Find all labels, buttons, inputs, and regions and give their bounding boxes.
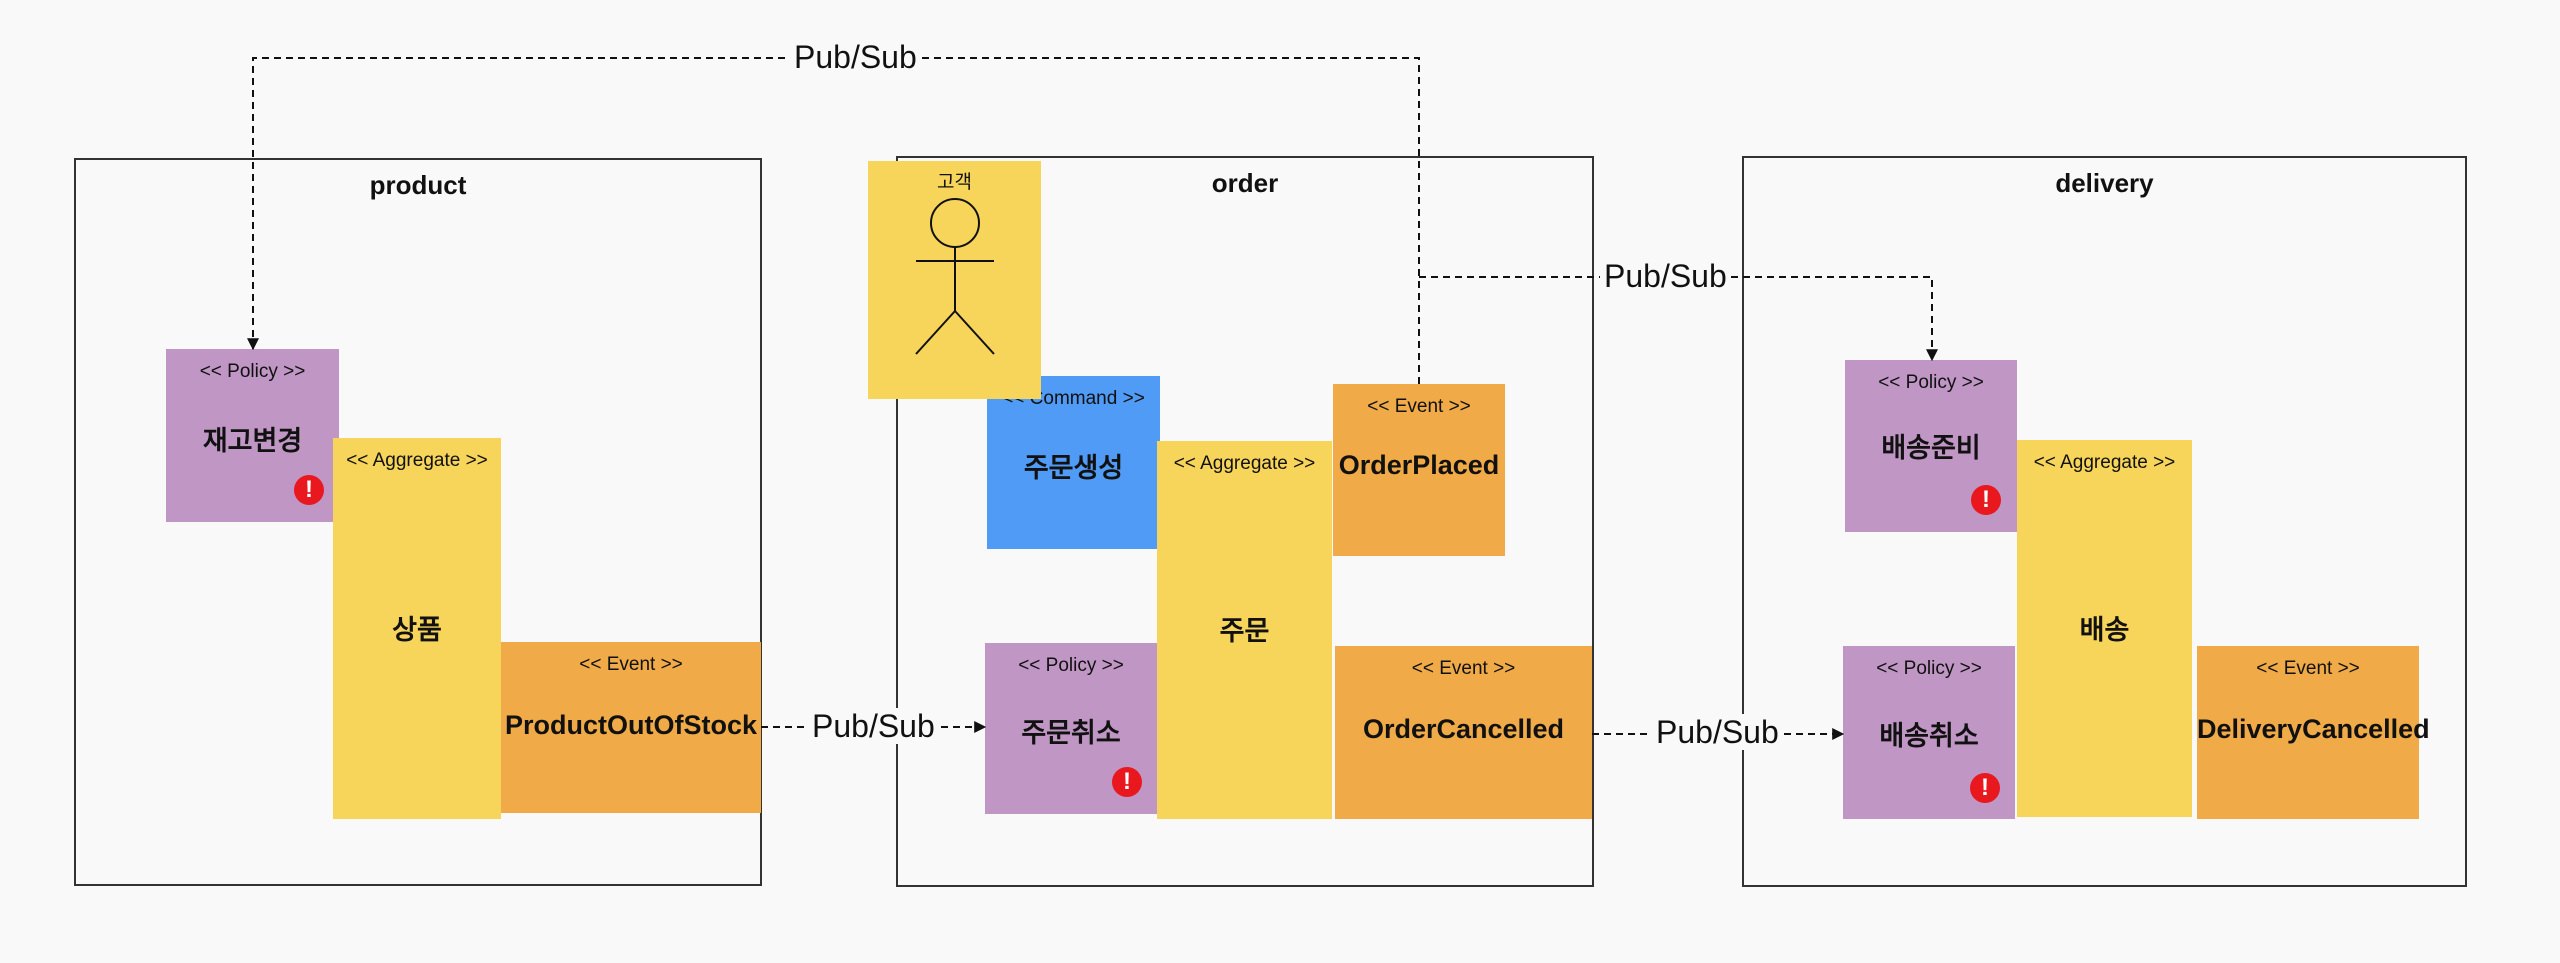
context-product-title: product: [369, 170, 467, 200]
delivery-cancel-policy-sticky[interactable]: << Policy >> 배송취소 !: [1843, 646, 2015, 819]
order-policy-sticky[interactable]: << Policy >> 주문취소 !: [985, 643, 1157, 814]
context-delivery-title: delivery: [2055, 168, 2154, 198]
actor-label: 고객: [937, 172, 972, 193]
aggregate-stereotype: << Aggregate >>: [2033, 452, 2176, 473]
order-placed-event-sticky[interactable]: << Event >> OrderPlaced: [1333, 384, 1505, 556]
context-order: order: [896, 156, 1594, 887]
event-stereotype: << Event >>: [1411, 658, 1516, 679]
order-command-name: 주문생성: [1023, 453, 1124, 483]
policy-stereotype: << Policy >>: [1876, 658, 1982, 679]
context-delivery: delivery: [1742, 156, 2467, 887]
delivery-event-name: DeliveryCancelled: [2197, 714, 2430, 744]
delivery-ready-policy-sticky[interactable]: << Policy >> 배송준비 !: [1845, 360, 2017, 532]
product-event-name: ProductOutOfStock: [504, 710, 757, 740]
product-aggregate-sticky[interactable]: << Aggregate >> 상품: [333, 438, 501, 819]
policy-stereotype: << Policy >>: [1018, 655, 1124, 676]
pubsub-label-order-to-delivery: Pub/Sub: [1600, 258, 1731, 294]
connector-orderplaced-to-delivery-policy: [1419, 276, 1938, 362]
order-placed-event-name: OrderPlaced: [1338, 450, 1500, 480]
product-policy-name: 재고변경: [202, 426, 303, 456]
order-command-sticky[interactable]: << Command >> 주문생성: [987, 376, 1160, 549]
policy-stereotype: << Policy >>: [1878, 372, 1984, 393]
warning-icon: !: [1112, 767, 1142, 797]
delivery-cancel-policy-name: 배송취소: [1879, 721, 1979, 751]
order-aggregate-name: 주문: [1219, 616, 1270, 646]
product-aggregate-name: 상품: [392, 615, 442, 645]
warning-icon: !: [1971, 485, 2001, 515]
warning-icon: !: [1970, 773, 2000, 803]
delivery-aggregate-sticky[interactable]: << Aggregate >> 배송: [2017, 440, 2192, 817]
delivery-event-sticky[interactable]: << Event >> DeliveryCancelled: [2197, 646, 2430, 819]
actor-stick-figure-icon: [915, 198, 995, 355]
event-stereotype: << Event >>: [1367, 396, 1471, 417]
event-stereotype: << Event >>: [2256, 658, 2360, 679]
delivery-ready-policy-name: 배송준비: [1881, 433, 1981, 463]
order-cancelled-event-sticky[interactable]: << Event >> OrderCancelled: [1335, 646, 1592, 819]
event-stereotype: << Event >>: [579, 654, 683, 675]
delivery-aggregate-name: 배송: [2079, 615, 2130, 645]
context-product: product: [74, 158, 762, 886]
aggregate-stereotype: << Aggregate >>: [346, 450, 488, 471]
aggregate-stereotype: << Aggregate >>: [1173, 453, 1316, 474]
order-actor-sticky[interactable]: 고객: [868, 161, 1041, 399]
policy-stereotype: << Policy >>: [199, 361, 306, 382]
context-order-title: order: [1211, 168, 1279, 198]
order-policy-name: 주문취소: [1021, 718, 1121, 748]
pubsub-label-top: Pub/Sub: [790, 39, 921, 75]
pubsub-label-product-to-order: Pub/Sub: [808, 708, 939, 744]
pubsub-label-order-cancel-to-delivery: Pub/Sub: [1652, 714, 1783, 750]
product-policy-sticky[interactable]: << Policy >> 재고변경 !: [166, 349, 339, 522]
order-cancelled-event-name: OrderCancelled: [1362, 714, 1565, 744]
product-event-sticky[interactable]: << Event >> ProductOutOfStock: [501, 642, 761, 813]
warning-icon: !: [294, 475, 324, 505]
order-aggregate-sticky[interactable]: << Aggregate >> 주문: [1157, 441, 1332, 819]
connector-orderplaced-to-product-policy: [247, 57, 1420, 384]
